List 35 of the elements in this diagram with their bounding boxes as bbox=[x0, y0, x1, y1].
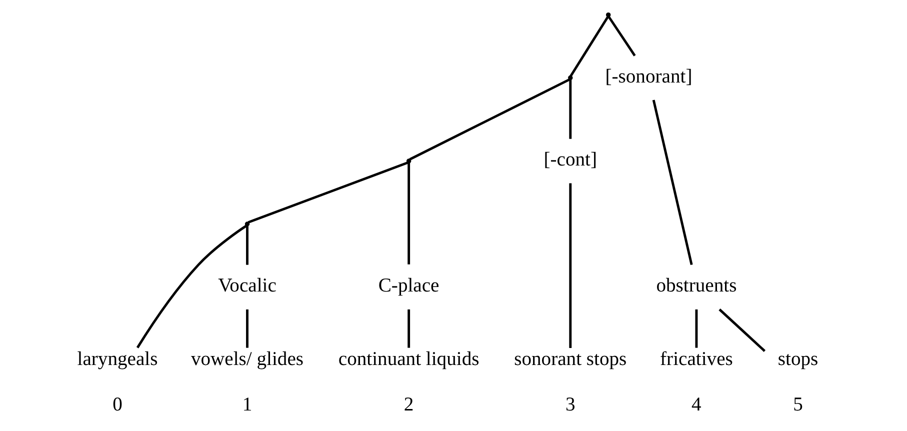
node-text: sonorant stops bbox=[514, 349, 627, 370]
connector bbox=[695, 309, 698, 348]
node-label: 4 bbox=[692, 394, 702, 416]
node-point bbox=[568, 75, 573, 80]
connector bbox=[718, 308, 766, 352]
connector bbox=[652, 100, 693, 265]
connector bbox=[569, 183, 572, 348]
connector bbox=[569, 80, 572, 139]
node-text: vowels/ glides bbox=[190, 349, 304, 370]
node-text: laryngeals bbox=[77, 349, 158, 370]
connector bbox=[408, 163, 410, 264]
node-point bbox=[606, 12, 611, 18]
node-text: [-cont] bbox=[544, 150, 598, 171]
node-point bbox=[244, 222, 250, 226]
node-label: 0 bbox=[112, 394, 122, 416]
node-label: 5 bbox=[793, 394, 803, 416]
node-point bbox=[406, 158, 412, 164]
node-text: stops bbox=[778, 349, 818, 370]
connector bbox=[608, 16, 636, 56]
connector bbox=[136, 224, 248, 348]
connector bbox=[246, 226, 248, 265]
node-text: C-place bbox=[378, 276, 440, 297]
node-label: 1 bbox=[242, 394, 252, 416]
connector bbox=[408, 309, 410, 348]
node-text: obstruents bbox=[656, 276, 737, 297]
node-label: 3 bbox=[565, 394, 576, 416]
node-label: 2 bbox=[404, 394, 414, 416]
connector bbox=[409, 78, 570, 160]
connector bbox=[570, 16, 609, 77]
node-text: continuant liquids bbox=[338, 349, 480, 370]
node-text: Vocalic bbox=[218, 276, 276, 297]
connector bbox=[246, 309, 248, 348]
node-text: [-sonorant] bbox=[605, 66, 692, 88]
node-text: fricatives bbox=[660, 349, 733, 370]
connector bbox=[248, 162, 408, 224]
